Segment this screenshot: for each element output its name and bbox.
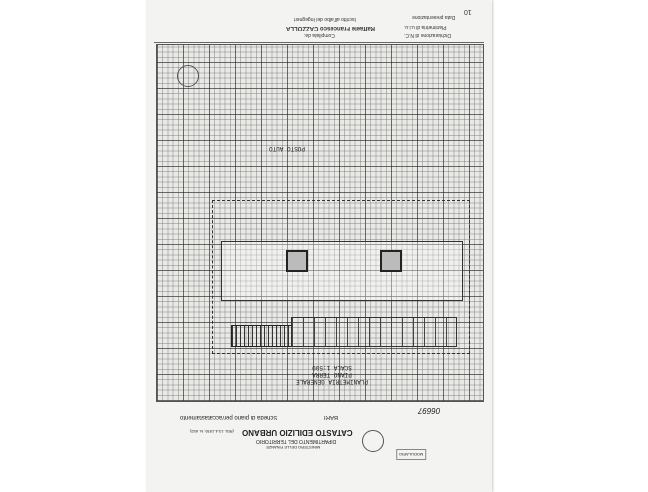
header-line: 10: [464, 8, 472, 15]
posto-auto-label: POSTO AUTO: [269, 145, 306, 152]
ramp: [231, 325, 293, 347]
stamp-seal-icon: [177, 65, 199, 87]
plan-scale: SCALA 1:500: [312, 364, 352, 371]
footer-ministry: MINISTERO DELLE FINANZE: [266, 445, 321, 450]
garage-boxes: [291, 317, 457, 347]
footer-title: CATASTO EDILIZIO URBANO: [242, 428, 353, 437]
header-line: Dichiarazione di N.C.: [404, 32, 451, 38]
footer-law: (RDL 13-4-1939, N. 652): [190, 429, 234, 434]
header-line: Compilata da:: [304, 32, 335, 38]
emblem-icon: [362, 430, 384, 452]
building-outline: [221, 241, 463, 301]
plan-title-block: PLANIMETRIA GENERALE PIANO TERRA SCALA 1…: [296, 364, 368, 385]
document-footer: Scheda di piano per/accatastamento BARI …: [156, 404, 482, 490]
graph-paper-grid: POSTO AUTO: [156, 44, 484, 402]
stairwell: [286, 250, 308, 272]
form-label: MODULARIO: [396, 449, 427, 460]
header-line: Data presentazione: [412, 14, 456, 20]
city: BARI: [324, 414, 339, 420]
plan-floor: PIANO TERRA: [312, 371, 352, 378]
sheet-type: Scheda di piano per/accatastamento: [180, 414, 278, 420]
plan-title: PLANIMETRIA GENERALE: [296, 378, 369, 385]
footer-department: DIPARTIMENTO DEL TERRITORIO: [256, 438, 337, 444]
header-line: Raffaele Francesco CAZZOLLA: [286, 25, 376, 31]
floor-plan: [212, 200, 470, 354]
document-header: Dichiarazione di N.C. Planimetria di u.i…: [154, 2, 484, 43]
stairwell: [380, 250, 402, 272]
header-line: Iscritto all'albo dei Ingegneri: [294, 16, 356, 22]
scanned-document: Dichiarazione di N.C. Planimetria di u.i…: [146, 0, 492, 492]
header-line: Planimetria di u.i.u.: [404, 24, 447, 30]
